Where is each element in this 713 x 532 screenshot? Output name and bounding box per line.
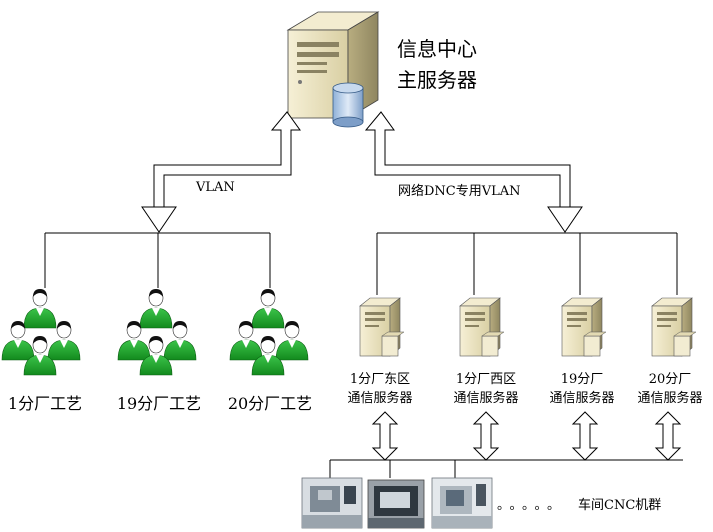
group-19-people-icon [117, 288, 197, 376]
cnc-bus [329, 459, 683, 478]
left-bus [44, 232, 271, 288]
comm-server-4-line1: 20分厂 [648, 372, 692, 387]
comm-server-3-line1: 19分厂 [560, 372, 604, 387]
group-19-label: 19分厂工艺 [116, 394, 202, 413]
database-icon [332, 82, 364, 128]
comm-server-1-line1: 1分厂东区 [349, 372, 411, 387]
right-bus [376, 232, 678, 295]
cnc-ellipsis: 。。。。。 [497, 498, 567, 513]
comm-server-3-line2: 通信服务器 [549, 391, 615, 406]
comm-server-1-icon [359, 297, 405, 357]
comm-server-3-icon [561, 297, 607, 357]
cnc-group-label: 车间CNC机群 [578, 498, 662, 513]
right-vlan-link [364, 111, 583, 233]
group-1-label: 1分厂工艺 [7, 394, 83, 413]
group-20-label: 20分厂工艺 [227, 394, 313, 413]
comm-server-2-line1: 1分厂西区 [455, 372, 517, 387]
comm-server-4-icon [651, 297, 697, 357]
cnc-machine-3-icon [431, 477, 493, 529]
comm-server-4-line2: 通信服务器 [637, 391, 703, 406]
right-vlan-label: 网络DNC专用VLAN [398, 184, 521, 199]
comm-server-2-line2: 通信服务器 [453, 391, 519, 406]
cnc-machine-1-icon [301, 477, 363, 529]
comm-link-arrow-3 [572, 411, 598, 461]
cnc-machine-2-icon [367, 479, 425, 529]
comm-server-1-line2: 通信服务器 [347, 391, 413, 406]
comm-link-arrow-1 [372, 411, 398, 461]
main-server-label-line2: 主服务器 [397, 68, 477, 92]
left-vlan-label: VLAN [196, 180, 235, 195]
left-vlan-link [141, 111, 301, 233]
group-1-people-icon [1, 288, 81, 376]
comm-link-arrow-2 [473, 411, 499, 461]
comm-server-2-icon [459, 297, 505, 357]
main-server-label-line1: 信息中心 [397, 37, 477, 61]
comm-link-arrow-4 [655, 411, 681, 461]
group-20-people-icon [229, 288, 309, 376]
